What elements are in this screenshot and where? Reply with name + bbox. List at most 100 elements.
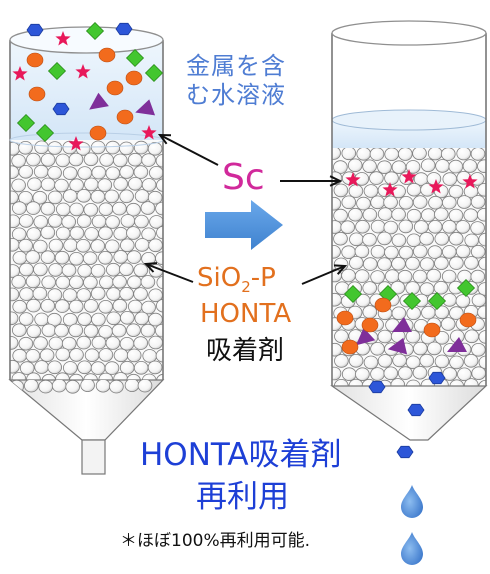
solution-label: 金属を含 む水溶液 (186, 52, 286, 110)
adsorbent-bead (106, 337, 120, 350)
adsorbent-bead (479, 257, 490, 270)
adsorbent-bead (441, 148, 455, 161)
adsorbent-bead (406, 257, 420, 270)
adsorbent-bead (63, 362, 77, 375)
adsorbent-bead (91, 190, 105, 203)
adsorbent-bead (40, 349, 54, 362)
adsorbent-bead (157, 276, 171, 289)
adsorbent-bead (91, 362, 105, 375)
droplet-icon (401, 532, 423, 565)
adsorbent-bead (19, 165, 33, 178)
adsorbent-bead (62, 264, 76, 277)
adsorbent-bead (349, 208, 363, 221)
adsorbent-bead (357, 197, 371, 210)
adsorbent-bead (49, 264, 63, 277)
adsorbent-bead (120, 142, 134, 155)
circle-icon (29, 87, 45, 101)
adsorbent-bead (62, 216, 76, 229)
adsorbent-bead (35, 313, 49, 326)
adsorbent-bead (429, 196, 443, 209)
adsorbent-bead (126, 227, 140, 240)
adsorbent-formula-subscript: 2 (241, 278, 251, 296)
adsorbent-bead (127, 276, 141, 289)
adsorbent-bead (135, 215, 149, 228)
adsorbent-bead (84, 178, 98, 191)
adsorbent-bead (149, 166, 163, 179)
adsorbent-bead (121, 215, 135, 228)
adsorbent-bead (27, 153, 41, 166)
adsorbent-bead (92, 166, 106, 179)
adsorbent-bead (69, 300, 83, 313)
adsorbent-bead (328, 293, 342, 306)
adsorbent-bead (84, 153, 98, 166)
adsorbent-bead (363, 160, 377, 173)
adsorbent-bead (96, 379, 110, 392)
adsorbent-bead (12, 275, 26, 288)
adsorbent-bead (141, 324, 155, 337)
adsorbent-bead (12, 202, 26, 215)
adsorbent-bead (41, 154, 55, 167)
adsorbent-bead (371, 271, 385, 284)
adsorbent-bead (442, 246, 456, 259)
adsorbent-bead (378, 232, 392, 245)
adsorbent-bead (328, 343, 342, 356)
adsorbent-bead (334, 209, 348, 222)
adsorbent-bead (19, 337, 33, 350)
circle-icon (424, 323, 440, 337)
adsorbent-bead (384, 196, 398, 209)
adsorbent-bead (406, 282, 420, 295)
adsorbent-bead (69, 276, 83, 289)
adsorbent-bead (127, 324, 141, 337)
adsorbent-bead (457, 147, 471, 160)
adsorbent-bead (26, 202, 40, 215)
hexagon-icon (408, 404, 424, 415)
adsorbent-bead (6, 142, 20, 155)
left-column (4, 23, 171, 474)
adsorbent-bead (363, 282, 377, 295)
adsorbent-bead (69, 153, 83, 166)
adsorbent-bead (349, 185, 363, 198)
adsorbent-bead (114, 227, 128, 240)
adsorbent-bead (327, 147, 341, 160)
adsorbent-bead (128, 177, 142, 190)
circle-icon (117, 110, 133, 124)
adsorbent-formula-label: SiO2-P (197, 265, 276, 295)
adsorbent-bead (364, 185, 378, 198)
adsorbent-bead (363, 208, 377, 221)
adsorbent-bead (113, 202, 127, 215)
adsorbent-bead (398, 148, 412, 161)
solution-label-line1: 金属を含 (186, 52, 286, 81)
circle-icon (337, 311, 353, 325)
adsorbent-bead (349, 354, 363, 367)
adsorbent-bead (19, 239, 33, 252)
adsorbent-bead (56, 348, 70, 361)
adsorbent-bead (34, 165, 48, 178)
adsorbent-bead (477, 208, 490, 221)
adsorbent-bead (85, 228, 99, 241)
adsorbent-bead (33, 287, 47, 300)
droplet-icon (401, 485, 423, 518)
circle-icon (375, 298, 391, 312)
adsorbent-bead (479, 331, 490, 344)
adsorbent-bead (99, 227, 113, 240)
adsorbent-bead (19, 313, 33, 326)
adsorbent-bead (26, 349, 40, 362)
adsorbent-bead (456, 221, 470, 234)
adsorbent-bead (48, 191, 62, 204)
adsorbent-bead (120, 239, 134, 252)
adsorbent-bead (142, 179, 156, 192)
adsorbent-bead (328, 221, 342, 234)
hexagon-icon (369, 381, 385, 392)
adsorbent-bead (55, 251, 69, 264)
circle-icon (460, 313, 476, 327)
adsorbent-bead (138, 379, 152, 392)
adsorbent-bead (105, 190, 119, 203)
adsorbent-bead (77, 215, 91, 228)
adsorbent-bead (13, 251, 27, 264)
adsorbent-bead (392, 208, 406, 221)
adsorbent-bead (110, 380, 124, 393)
adsorbent-bead (27, 299, 41, 312)
adsorbent-bead (5, 288, 19, 301)
adsorbent-bead (70, 349, 84, 362)
